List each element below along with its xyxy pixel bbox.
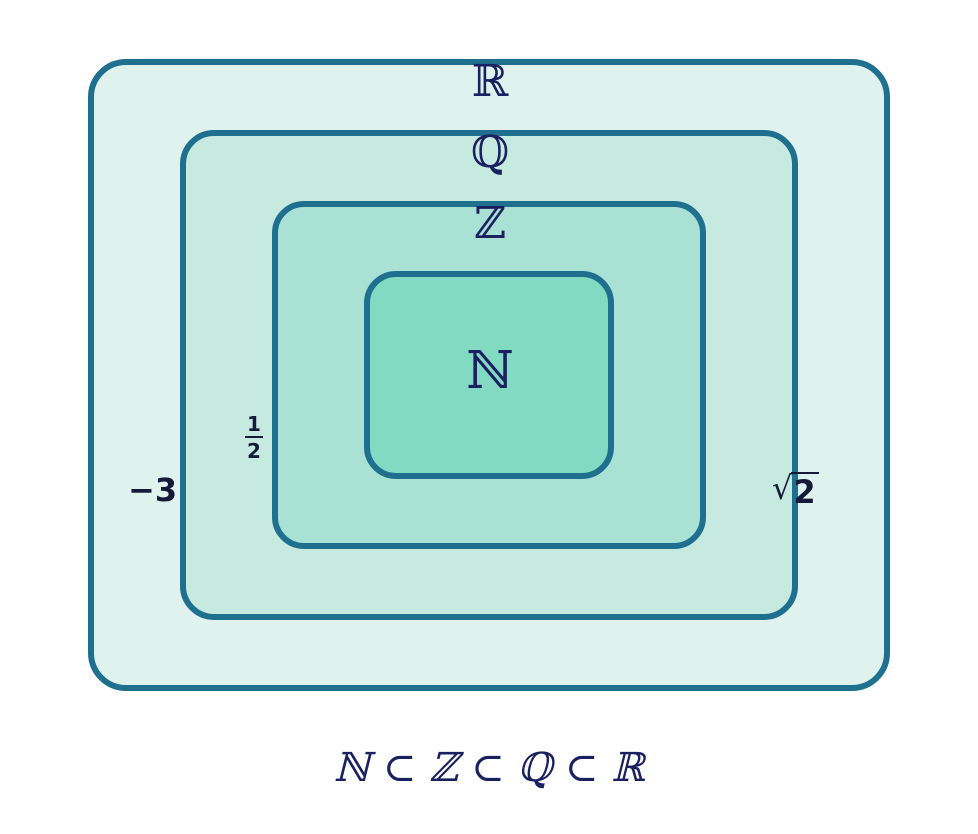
integers-label: ℤ	[473, 198, 507, 249]
natural-numbers-set	[364, 271, 614, 479]
real-numbers-label: ℝ	[471, 56, 509, 107]
natural-numbers-label: ℕ	[466, 341, 514, 401]
inclusion-formula: ℕ ⊂ ℤ ⊂ ℚ ⊂ ℝ	[333, 745, 645, 791]
rational-numbers-label: ℚ	[470, 127, 510, 178]
fraction-numerator: 1	[247, 412, 261, 436]
radical-sign-icon: √	[772, 469, 793, 507]
example-one-half: 1 2	[240, 414, 268, 461]
fraction-denominator: 2	[247, 439, 261, 463]
radicand: 2	[791, 472, 819, 508]
fraction-bar	[245, 436, 263, 438]
example-negative-three: −3	[128, 471, 178, 509]
example-sqrt-two: √ 2	[772, 458, 819, 508]
